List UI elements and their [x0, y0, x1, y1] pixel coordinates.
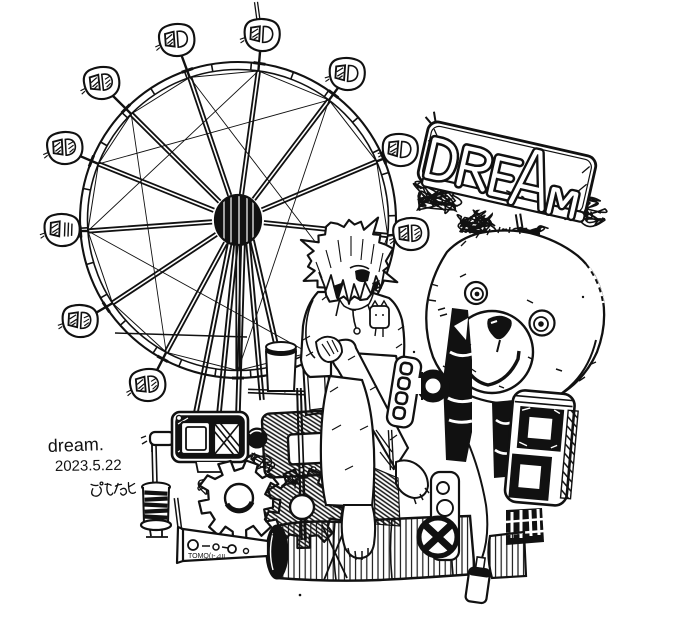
svg-text:2023.5.22: 2023.5.22 [55, 457, 122, 475]
svg-text:TOMQ(ı-⊿ıı: TOMQ(ı-⊿ıı [188, 553, 225, 560]
svg-text:dream.: dream. [47, 434, 104, 456]
